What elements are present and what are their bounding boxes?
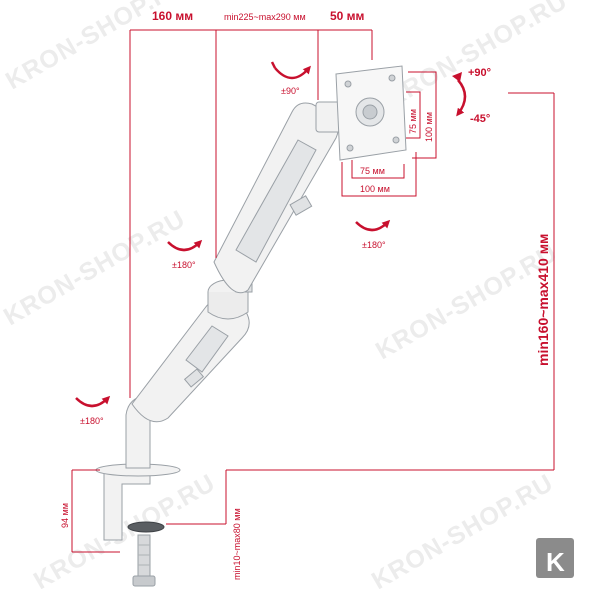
rotate-90-icon bbox=[274, 65, 311, 80]
monitor-arm bbox=[95, 65, 407, 587]
forearm-reach-label: min225~max290 мм bbox=[224, 12, 306, 22]
tilt-down-label: -45° bbox=[470, 113, 490, 125]
height-range-label: min160~max410 мм bbox=[535, 234, 551, 366]
swivel-head-label: ±180° bbox=[362, 240, 386, 250]
swivel-base-icon bbox=[75, 395, 111, 408]
swivel-head-icon bbox=[355, 219, 391, 232]
watermark-6: KRON-SHOP.RU bbox=[367, 469, 558, 596]
vesa-h75-label: 75 мм bbox=[360, 166, 385, 176]
clamp-bolt bbox=[137, 534, 151, 582]
base-height-label: 94 мм bbox=[60, 503, 70, 528]
watermark-4: KRON-SHOP.RU bbox=[371, 239, 562, 366]
rotation-arrows bbox=[75, 61, 467, 408]
shop-logo: K bbox=[536, 538, 574, 578]
swivel-elbow-icon bbox=[167, 239, 203, 252]
logo-letter: K bbox=[546, 547, 565, 577]
dimension-lines bbox=[71, 29, 555, 553]
head-offset-label: 50 мм bbox=[330, 9, 365, 23]
vesa-v75-label: 75 мм bbox=[408, 109, 418, 134]
arm-reach-label: 160 мм bbox=[152, 9, 193, 23]
watermark-5: KRON-SHOP.RU bbox=[29, 469, 220, 596]
rotation-90-label: ±90° bbox=[281, 86, 300, 96]
watermark-3: KRON-SHOP.RU bbox=[0, 205, 190, 332]
vesa-v100-label: 100 мм bbox=[424, 112, 434, 142]
tilt-marks bbox=[452, 72, 462, 82]
tilt-arc-icon bbox=[456, 79, 467, 117]
swivel-base-label: ±180° bbox=[80, 416, 104, 426]
clamp-range-label: min10~max80 мм bbox=[232, 508, 242, 580]
swivel-elbow-label: ±180° bbox=[172, 260, 196, 270]
clamp-pad bbox=[127, 521, 165, 533]
watermark-2: KRON-SHOP.RU bbox=[381, 0, 572, 113]
tilt-up-label: +90° bbox=[468, 67, 491, 79]
vesa-h100-label: 100 мм bbox=[360, 184, 390, 194]
